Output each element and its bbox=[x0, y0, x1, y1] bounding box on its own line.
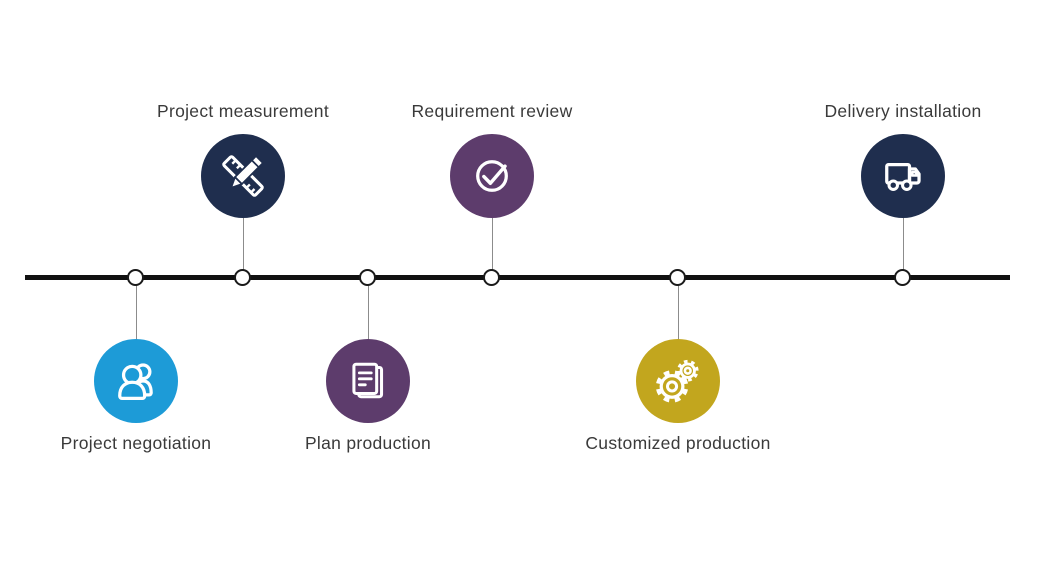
step-label: Project measurement bbox=[156, 101, 330, 121]
timeline-node bbox=[359, 269, 376, 286]
timeline-node bbox=[669, 269, 686, 286]
document-icon bbox=[352, 362, 384, 399]
step-circle bbox=[450, 134, 534, 218]
step-label: Requirement review bbox=[411, 101, 573, 121]
timeline-node bbox=[483, 269, 500, 286]
step-label: Plan production bbox=[304, 433, 432, 453]
check-circle-icon bbox=[476, 160, 508, 192]
timeline-node bbox=[234, 269, 251, 286]
truck-icon bbox=[885, 163, 921, 191]
connector-line bbox=[902, 176, 904, 278]
step-label: Project negotiation bbox=[60, 433, 212, 453]
step-circle bbox=[326, 339, 410, 423]
connector-line bbox=[367, 278, 369, 381]
timeline-axis bbox=[25, 275, 1010, 280]
step-circle bbox=[94, 339, 178, 423]
connector-line bbox=[242, 176, 244, 278]
step-label: Delivery installation bbox=[824, 101, 982, 121]
timeline-node bbox=[894, 269, 911, 286]
ruler-pencil-icon bbox=[222, 154, 265, 197]
step-label: Customized production bbox=[585, 433, 771, 453]
connector-line bbox=[135, 278, 137, 381]
step-circle bbox=[861, 134, 945, 218]
step-circle bbox=[201, 134, 285, 218]
timeline-node bbox=[127, 269, 144, 286]
people-icon bbox=[118, 363, 153, 400]
gears-icon bbox=[655, 359, 699, 403]
connector-line bbox=[491, 176, 493, 278]
step-circle bbox=[636, 339, 720, 423]
connector-line bbox=[677, 278, 679, 381]
